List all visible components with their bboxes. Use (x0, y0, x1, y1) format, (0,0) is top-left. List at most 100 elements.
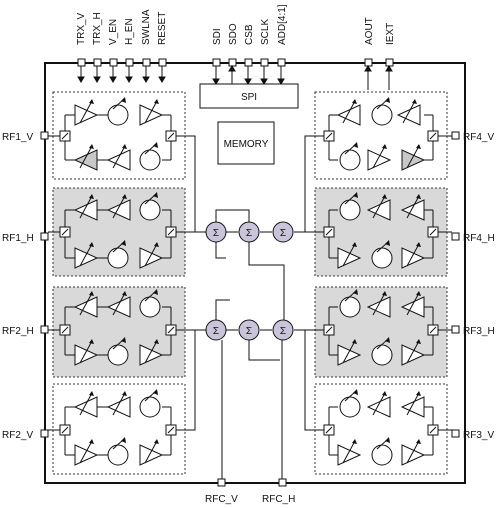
arrow-head-icon (154, 242, 159, 247)
amplifier-icon (367, 149, 392, 171)
port-rfc-v: RFC_V (205, 494, 238, 505)
amplifier-icon (401, 444, 426, 466)
arrow-head-icon (122, 291, 127, 296)
switch-arm-icon (325, 132, 333, 140)
tunable-arrow-icon (144, 340, 158, 364)
port-rf2-h: RF2_H (2, 326, 34, 337)
arrow-head-icon (121, 240, 126, 246)
amplifier-icon (396, 104, 421, 126)
arrow-head-icon (416, 291, 421, 296)
arrow-head-icon (382, 291, 387, 296)
pin-trx-v: TRX_V (76, 12, 87, 45)
arrow-head-icon (416, 391, 421, 396)
pin-sdi: SDI (212, 28, 223, 45)
switch-arm-icon (167, 426, 175, 434)
switch-arm-icon (61, 132, 69, 140)
summer-v-2 (238, 319, 260, 341)
sigma-4: Σ (213, 326, 219, 337)
amplifier-icon (366, 199, 391, 221)
amplifier-icon (106, 396, 131, 418)
amplifier-icon (337, 444, 362, 466)
amplifier-icon (401, 149, 426, 171)
sigma-1: Σ (213, 228, 219, 239)
tunable-arrow-icon (406, 243, 420, 267)
tunable-arrow-icon (406, 292, 420, 316)
spi-block (199, 83, 299, 109)
port-rf1-h: RF1_H (2, 233, 34, 244)
arrow-head-icon (385, 337, 390, 343)
pin-sdo: SDO (228, 23, 239, 45)
top-pin-arrows (77, 65, 393, 90)
tunable-arrow-icon (112, 145, 126, 169)
memory-block (217, 121, 275, 165)
arrow-head-icon (352, 339, 357, 344)
arrow-head-icon (153, 142, 158, 148)
amplifier-icon (336, 104, 361, 126)
tunable-arrow-icon (406, 392, 420, 416)
arrow-head-icon (353, 192, 358, 198)
amplifier-icon (366, 396, 391, 418)
tunable-arrow-icon (79, 340, 93, 364)
tunable-arrow-icon (79, 243, 93, 267)
arrow-head-icon (353, 142, 358, 148)
phase-shifter-icon (371, 344, 393, 366)
port-rf4-h: RF4_H (463, 233, 495, 244)
switch-arm-icon (61, 228, 69, 236)
bottom-port-pads (217, 478, 287, 487)
phase-shifter-icon (339, 296, 361, 318)
switch-arm-icon (61, 426, 69, 434)
amplifier-icon (366, 296, 391, 318)
amplifier-icon (74, 247, 99, 269)
switch-arm-icon (325, 326, 333, 334)
tunable-arrow-icon (79, 145, 93, 169)
arrow-head-icon (385, 240, 390, 246)
arrow-head-icon (89, 339, 94, 344)
spi-label: SPI (241, 92, 257, 103)
pin-sclk: SCLK (260, 19, 271, 45)
summer-symbols: Σ Σ Σ Σ Σ Σ (213, 228, 286, 337)
sigma-6: Σ (280, 326, 286, 337)
arrow-head-icon (154, 439, 159, 444)
arrow-head-icon (385, 97, 390, 103)
tunable-arrow-icon (372, 145, 386, 169)
memory-label: MEMORY (224, 139, 269, 150)
amplifier-icon (139, 444, 164, 466)
summer-h-3 (272, 221, 294, 243)
port-rfc-h: RFC_H (262, 494, 295, 505)
tunable-arrow-icon (79, 392, 93, 416)
pin-trx-h: TRX_H (92, 12, 103, 45)
tunable-arrow-icon (402, 100, 416, 124)
amplifier-icon (139, 104, 164, 126)
pin-h-en: H_EN (124, 18, 135, 45)
phase-shifter-icon (371, 104, 393, 126)
chip-outline (44, 62, 466, 484)
amplifier-icon (106, 149, 131, 171)
tunable-arrow-icon (406, 440, 420, 464)
pin-swlna: SWLNA (141, 9, 152, 45)
arrow-head-icon (154, 99, 159, 104)
amplifier-icon (139, 247, 164, 269)
amplifier-icon (337, 247, 362, 269)
arrow-head-icon (352, 439, 357, 444)
amplifier-icon (337, 344, 362, 366)
pin-csb: CSB (244, 24, 255, 45)
port-rf1-v: RF1_V (2, 132, 33, 143)
summers (205, 221, 294, 341)
tunable-arrow-icon (79, 195, 93, 219)
tunable-arrow-icon (112, 292, 126, 316)
phase-shifter-icon (139, 396, 161, 418)
arrow-head-icon (382, 391, 387, 396)
arrow-head-icon (122, 144, 127, 149)
phase-shifter-icon (139, 199, 161, 221)
tunable-arrow-icon (144, 243, 158, 267)
arrow-head-icon (154, 339, 159, 344)
switch-arm-icon (167, 228, 175, 236)
port-rf2-v: RF2_V (2, 430, 33, 441)
tunable-arrow-icon (406, 145, 420, 169)
tunable-arrow-icon (112, 392, 126, 416)
tunable-arrow-icon (342, 440, 356, 464)
port-rf4-v: RF4_V (463, 132, 494, 143)
tunable-arrow-icon (342, 340, 356, 364)
left-port-pads (40, 131, 49, 438)
amplifier-icon (139, 344, 164, 366)
